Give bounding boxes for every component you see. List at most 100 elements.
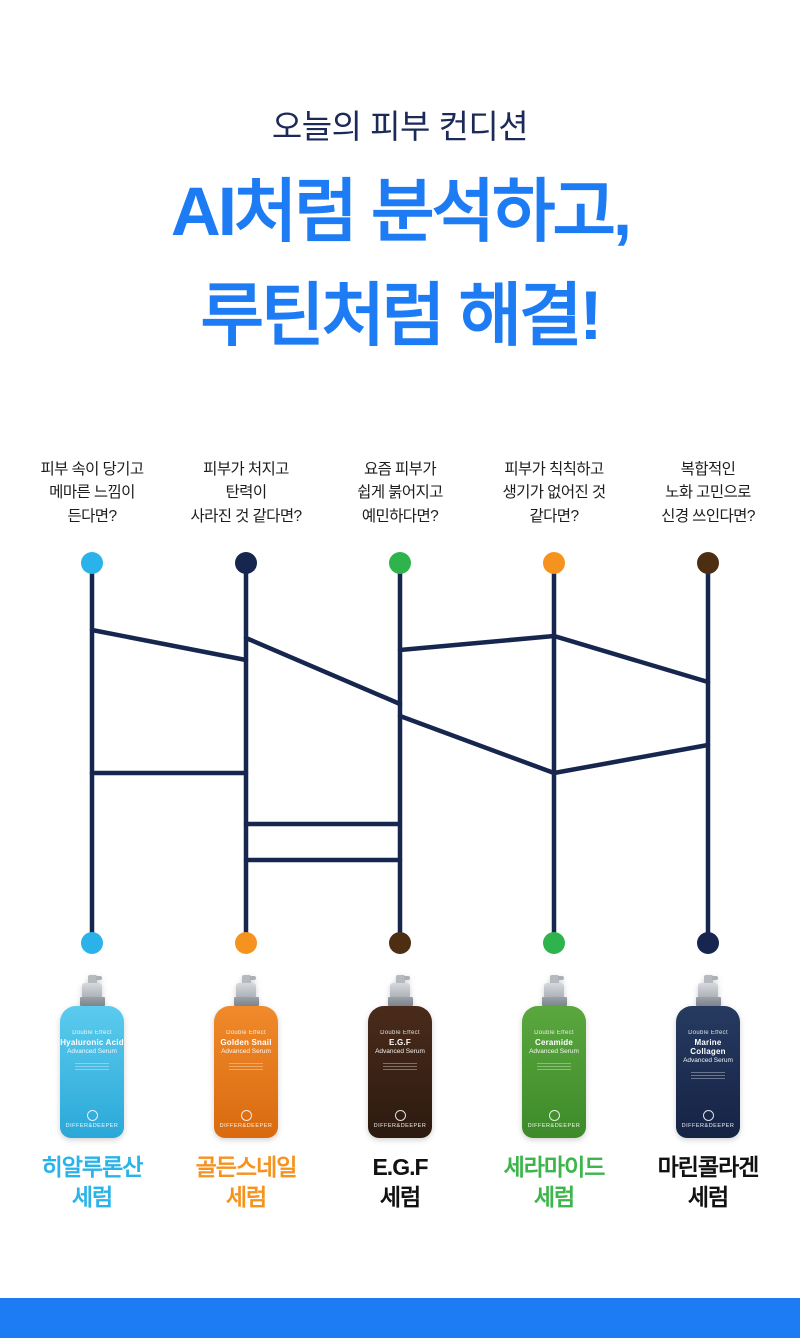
bottle-label-subtitle: Advanced Serum bbox=[67, 1048, 117, 1055]
ladder-top-dot bbox=[389, 552, 411, 574]
bottle-label-line: Double Effect bbox=[72, 1030, 112, 1036]
bottle-pump-head-icon bbox=[236, 983, 256, 997]
bottle-pump-head-icon bbox=[698, 983, 718, 997]
product-column[interactable]: Double Effect Golden Snail Advanced Seru… bbox=[196, 975, 297, 1213]
bottle-fineprint bbox=[522, 1063, 586, 1070]
product-bottle-image: Double Effect Hyaluronic Acid Advanced S… bbox=[60, 975, 124, 1138]
bottle-label-line: Double Effect bbox=[226, 1030, 266, 1036]
headline-line-2: 루틴처럼 해결! bbox=[200, 276, 602, 354]
bottle-label: Double Effect E.G.F Advanced Serum bbox=[368, 1030, 432, 1070]
ladder-line bbox=[397, 713, 557, 776]
headline-line-1: AI처럼 분석하고, bbox=[170, 173, 632, 250]
bottle-label: Double Effect Marine Collagen Advanced S… bbox=[676, 1030, 740, 1079]
products-row: Double Effect Hyaluronic Acid Advanced S… bbox=[15, 975, 785, 1213]
bottle-pump-nozzle-icon bbox=[87, 975, 102, 983]
brand-name: DIFFER&DEEPER bbox=[373, 1123, 427, 1129]
ladder-line bbox=[397, 633, 557, 653]
brand-logo-icon bbox=[548, 1110, 560, 1121]
product-name: 히알루론산 세럼 bbox=[41, 1154, 144, 1211]
question-column: 피부가 칙칙하고 생기가 없어진 것 같다면? bbox=[477, 458, 631, 528]
question-column: 피부가 처지고 탄력이 사라진 것 같다면? bbox=[169, 458, 323, 528]
ladder-bottom-dot bbox=[235, 932, 257, 954]
bottle-pump-nozzle-icon bbox=[549, 975, 564, 983]
brand-name: DIFFER&DEEPER bbox=[527, 1123, 581, 1129]
bottle-pump-nozzle-icon bbox=[703, 975, 718, 983]
questions-row: 피부 속이 당기고 메마른 느낌이 든다면? 피부가 처지고 탄력이 사라진 것… bbox=[15, 458, 785, 528]
product-column[interactable]: Double Effect Marine Collagen Advanced S… bbox=[658, 975, 759, 1213]
question-column: 복합적인 노화 고민으로 신경 쓰인다면? bbox=[631, 458, 785, 528]
bottle-body: Double Effect Golden Snail Advanced Seru… bbox=[214, 1006, 278, 1138]
brand-logo-icon bbox=[86, 1110, 98, 1121]
ladder-diagram bbox=[81, 552, 719, 954]
brand-name: DIFFER&DEEPER bbox=[681, 1123, 735, 1129]
product-name: 마린콜라겐 세럼 bbox=[657, 1154, 760, 1211]
product-name: 골든스네일 세럼 bbox=[195, 1154, 298, 1211]
bottle-pump-collar-icon bbox=[695, 997, 721, 1006]
brand-logo-icon bbox=[394, 1110, 406, 1121]
question-text: 피부가 처지고 탄력이 사라진 것 같다면? bbox=[190, 461, 302, 525]
bottle-label-product-name: Hyaluronic Acid bbox=[60, 1038, 124, 1047]
product-bottle-image: Double Effect Golden Snail Advanced Seru… bbox=[214, 975, 278, 1138]
brand-name: DIFFER&DEEPER bbox=[219, 1123, 273, 1129]
bottle-label-subtitle: Advanced Serum bbox=[375, 1048, 425, 1055]
ladder-top-dot bbox=[235, 552, 257, 574]
bottle-label-product-name: Marine Collagen bbox=[690, 1038, 726, 1056]
product-column[interactable]: Double Effect Hyaluronic Acid Advanced S… bbox=[42, 975, 143, 1213]
bottle-label-line: Double Effect bbox=[534, 1030, 574, 1036]
bottle-brand-block: DIFFER&DEEPER bbox=[522, 1110, 586, 1129]
bottle-pump-head-icon bbox=[390, 983, 410, 997]
bottle-body: Double Effect Ceramide Advanced Serum DI… bbox=[522, 1006, 586, 1138]
product-bottle-image: Double Effect E.G.F Advanced Serum DIFFE… bbox=[368, 975, 432, 1138]
bottle-fineprint bbox=[368, 1063, 432, 1070]
bottle-fineprint bbox=[676, 1072, 740, 1079]
product-bottle-image: Double Effect Marine Collagen Advanced S… bbox=[676, 975, 740, 1138]
bottle-pump-collar-icon bbox=[387, 997, 413, 1006]
ladder-top-dot bbox=[543, 552, 565, 574]
bottle-brand-block: DIFFER&DEEPER bbox=[676, 1110, 740, 1129]
ladder-line bbox=[243, 635, 403, 707]
question-column: 요즘 피부가 쉽게 붉어지고 예민하다면? bbox=[323, 458, 477, 528]
bottle-brand-block: DIFFER&DEEPER bbox=[368, 1110, 432, 1129]
bottle-pump-head-icon bbox=[544, 983, 564, 997]
bottle-label-product-name: Golden Snail bbox=[220, 1038, 272, 1047]
brand-logo-icon bbox=[240, 1110, 252, 1121]
bottle-label: Double Effect Ceramide Advanced Serum bbox=[522, 1030, 586, 1070]
ladder-top-dot bbox=[697, 552, 719, 574]
bottle-label: Double Effect Hyaluronic Acid Advanced S… bbox=[60, 1030, 124, 1070]
bottle-pump-nozzle-icon bbox=[395, 975, 410, 983]
bottle-body: Double Effect Marine Collagen Advanced S… bbox=[676, 1006, 740, 1138]
bottle-label-line: Double Effect bbox=[688, 1030, 728, 1036]
ladder-top-dot bbox=[81, 552, 103, 574]
bottle-brand-block: DIFFER&DEEPER bbox=[60, 1110, 124, 1129]
product-name: E.G.F 세럼 bbox=[372, 1154, 428, 1211]
ladder-bottom-dot bbox=[697, 932, 719, 954]
bottle-pump-collar-icon bbox=[233, 997, 259, 1006]
bottle-pump-nozzle-icon bbox=[241, 975, 256, 983]
page-title: 오늘의 피부 컨디션 bbox=[271, 108, 529, 145]
ladder-bottom-dot bbox=[389, 932, 411, 954]
product-bottle-image: Double Effect Ceramide Advanced Serum DI… bbox=[522, 975, 586, 1138]
product-column[interactable]: Double Effect Ceramide Advanced Serum DI… bbox=[504, 975, 605, 1213]
bottom-blue-bar bbox=[0, 1298, 800, 1338]
ladder-line bbox=[551, 742, 711, 776]
ladder-bottom-dot bbox=[81, 932, 103, 954]
product-column[interactable]: Double Effect E.G.F Advanced Serum DIFFE… bbox=[368, 975, 432, 1213]
question-text: 피부 속이 당기고 메마른 느낌이 든다면? bbox=[40, 461, 144, 525]
bottle-fineprint bbox=[60, 1063, 124, 1070]
bottle-label: Double Effect Golden Snail Advanced Seru… bbox=[214, 1030, 278, 1070]
ladder-line bbox=[551, 633, 711, 685]
bottle-label-subtitle: Advanced Serum bbox=[221, 1048, 271, 1055]
bottle-brand-block: DIFFER&DEEPER bbox=[214, 1110, 278, 1129]
bottle-label-subtitle: Advanced Serum bbox=[529, 1048, 579, 1055]
question-text: 피부가 칙칙하고 생기가 없어진 것 같다면? bbox=[502, 461, 606, 525]
headline: AI처럼 분석하고, 루틴처럼 해결! bbox=[0, 160, 800, 367]
bottle-label-product-name: Ceramide bbox=[534, 1038, 574, 1047]
bottle-fineprint bbox=[214, 1063, 278, 1070]
question-text: 복합적인 노화 고민으로 신경 쓰인다면? bbox=[661, 461, 755, 525]
brand-name: DIFFER&DEEPER bbox=[65, 1123, 119, 1129]
bottle-label-subtitle: Advanced Serum bbox=[683, 1057, 733, 1064]
question-text: 요즘 피부가 쉽게 붉어지고 예민하다면? bbox=[357, 461, 443, 525]
ladder-bottom-dot bbox=[543, 932, 565, 954]
ladder-line bbox=[89, 627, 249, 663]
